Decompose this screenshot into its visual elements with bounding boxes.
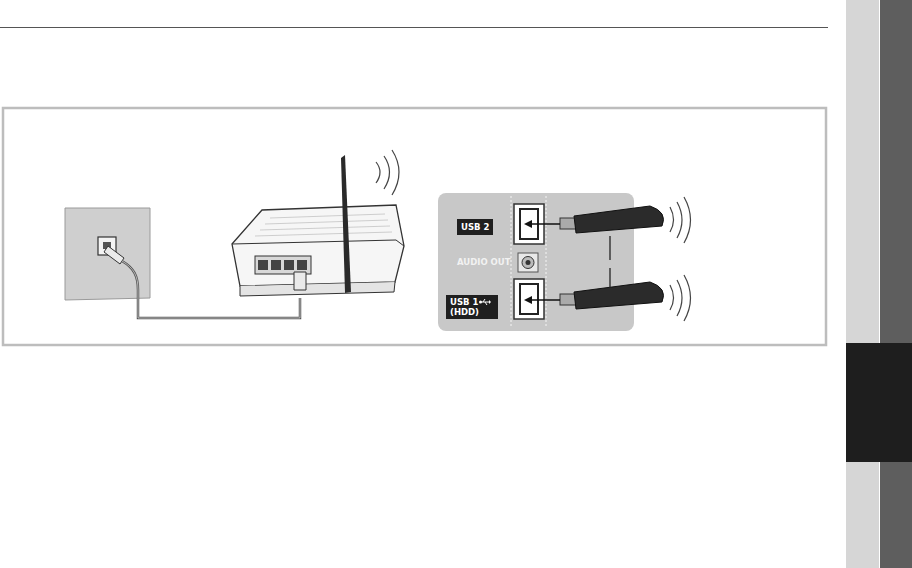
port-label-text: USB 1 (HDD) [450,297,484,317]
router-edge [232,240,404,246]
wireless-waves [670,197,691,321]
router-antenna [341,155,351,293]
router-body [232,205,404,286]
lan-plug-router [294,272,306,290]
wireless-waves [376,150,399,195]
usb-slot [520,284,538,314]
or-divider [609,236,610,260]
router-port-holes [258,260,307,270]
or-divider [609,268,610,288]
panel-divider [511,196,512,328]
lan-plug [104,246,124,264]
figure-frame [3,108,826,345]
port-label: AUDIO OUT [457,257,511,267]
side-tab [846,0,879,568]
panel-divider [546,196,547,328]
usb-port [514,279,544,319]
port-label-text: USB 2 [461,222,489,232]
router-base [240,282,395,296]
wireless-lan-adapter [524,206,664,233]
usb-symbol [479,298,491,306]
wireless-lan-adapter [524,282,664,309]
side-tab [880,0,912,568]
audio-jack [518,253,538,272]
side-tab-active [846,343,912,462]
header-rule [0,27,828,28]
port-label: USB 2 [457,219,493,235]
port-label: USB 1 (HDD) [446,295,498,319]
router-vents [255,214,392,236]
router-ports [255,256,311,274]
